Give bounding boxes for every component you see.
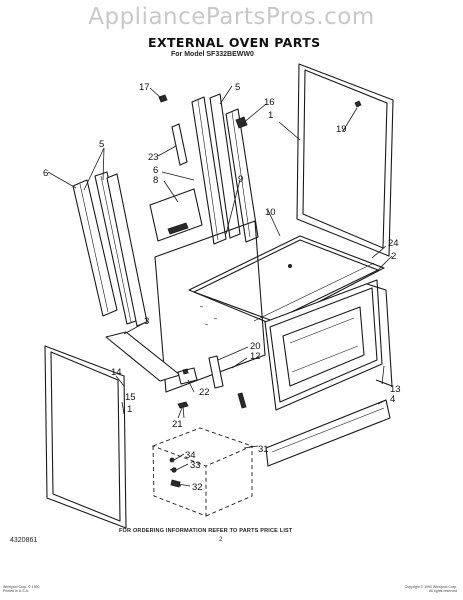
page-number: 2 (219, 537, 223, 543)
callout-15: 15 (125, 392, 136, 403)
callout-19: 19 (336, 124, 347, 135)
callout-23: 23 (148, 152, 159, 163)
part-bracket-23 (171, 123, 188, 166)
callout-12: 12 (250, 351, 261, 362)
callout-13: 13 (390, 384, 401, 395)
part-back-panel-9 (154, 220, 266, 393)
part-bracket-20 (208, 355, 247, 409)
part-side-panel-right (296, 63, 394, 257)
site-watermark: AppliancePartsPros.com (88, 4, 375, 30)
callout-5-left: 5 (99, 139, 104, 150)
part-oven-door (264, 279, 393, 411)
callout-5-right: 5 (235, 82, 240, 93)
part-side-panel-left (44, 345, 127, 529)
callout-24: 24 (388, 238, 399, 249)
part-left-channels (72, 171, 148, 327)
callout-20: 20 (250, 341, 261, 352)
callout-14: 14 (111, 367, 122, 378)
callout-21: 21 (172, 419, 183, 430)
fine-print-right: Copyright © 1990 Whirlpool Corp. All rig… (404, 585, 457, 593)
model-subtitle: For Model SF332BEWW0 (171, 51, 254, 58)
callout-34: 34 (185, 450, 196, 461)
callout-6-center: 6 (153, 165, 158, 176)
ordering-note: FOR ORDERING INFORMATION REFER TO PARTS … (119, 528, 293, 534)
leader-lines (47, 85, 393, 487)
part-bracket-8 (149, 188, 203, 242)
callout-32: 32 (192, 482, 203, 493)
callout-1-bottom: 1 (127, 404, 132, 415)
callout-6-left: 6 (43, 168, 48, 179)
callout-22: 22 (199, 387, 210, 398)
callout-17: 17 (139, 82, 150, 93)
callout-9: 9 (238, 174, 243, 185)
callout-4: 4 (390, 394, 395, 405)
document-number: 4320861 (10, 537, 38, 544)
callout-16: 16 (264, 97, 275, 108)
callout-2: 2 (391, 251, 396, 262)
part-hardware-kit-31 (151, 427, 254, 517)
part-kick-panel-4 (265, 399, 391, 467)
callout-33: 33 (190, 460, 201, 471)
callout-8: 8 (153, 175, 158, 186)
page-title: EXTERNAL OVEN PARTS (148, 35, 321, 50)
callout-3: 3 (144, 316, 149, 327)
part-screw-17 (158, 94, 168, 103)
part-leveler-22 (177, 367, 198, 385)
fine-print-left: Whirlpool Corp. © 1990 Printed in U.S.A. (3, 585, 40, 593)
callout-1-top: 1 (268, 110, 273, 121)
callout-labels: 17 5 16 1 19 5 23 6 6 8 9 10 24 2 3 20 1… (43, 82, 401, 493)
callout-10: 10 (265, 207, 276, 218)
part-leg-21 (177, 401, 189, 419)
part-center-channels (191, 93, 259, 245)
callout-31: 31 (258, 444, 269, 455)
